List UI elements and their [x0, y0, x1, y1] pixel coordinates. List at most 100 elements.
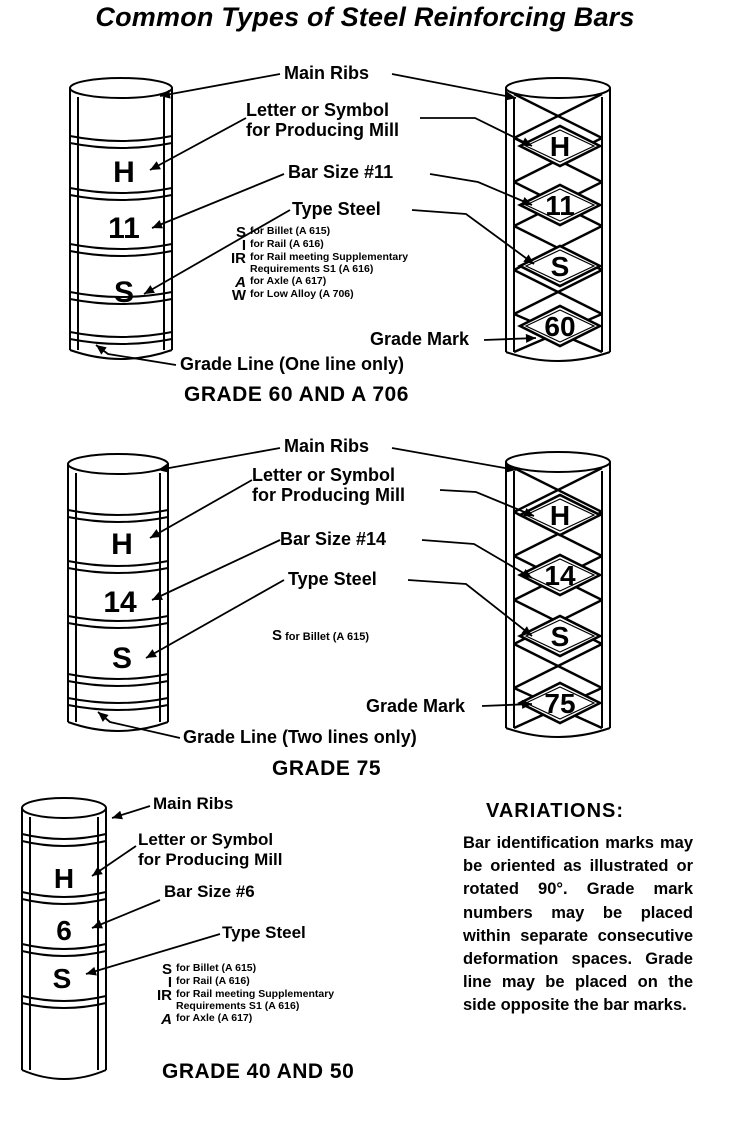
g75-left-bar-bottom-edge: [67, 721, 169, 732]
g75-right-bar-diamond-inner: [524, 686, 596, 720]
variations-heading: VARIATIONS:: [486, 800, 625, 822]
g75-right-bar-diagonal-rib: [513, 642, 603, 690]
g40-legend-symbol: S: [161, 961, 172, 978]
g75-grade-mark-arrowhead: [521, 699, 532, 709]
g75-left-bar-deformation-ring: [67, 673, 169, 680]
g40-legend-text: for Rail (A 616): [176, 975, 250, 987]
g60-left-bar-mark: 11: [108, 212, 140, 245]
g60-grade-mark-arrowhead: [525, 333, 536, 343]
g75-letter-right-arrowhead: [523, 508, 534, 517]
g60-right-bar-diamond-inner: [524, 129, 596, 163]
g40-caption: GRADE 40 AND 50: [162, 1060, 355, 1083]
g60-type-left-arrowhead: [144, 285, 155, 294]
g60-legend-symbol: I: [241, 237, 246, 254]
g40-left-bar-deformation-ring: [21, 840, 107, 847]
g60-letter-label-1: Letter or Symbol: [246, 100, 390, 120]
g40-type-steel-label: Type Steel: [222, 923, 306, 942]
g75-letter-left-arrowhead: [150, 529, 161, 538]
g40-bar-size-label: Bar Size #6: [164, 882, 255, 901]
g75-main-ribs-left-arrowhead: [158, 463, 169, 473]
g60-main-ribs-left-leader: [159, 73, 281, 97]
g75-grade-line-arrowhead: [98, 712, 109, 722]
g60-left-bar-deformation-ring: [69, 291, 173, 298]
g40-left-bar-deformation-ring: [21, 950, 107, 957]
g60-right-bar-diamond-inner: [524, 309, 596, 343]
g60-legend-symbol: S: [235, 224, 246, 241]
g75-right-bar-mark: 75: [544, 688, 575, 719]
g40-left-bar-deformation-ring: [21, 833, 107, 840]
g75-left-bar-deformation-ring: [67, 680, 169, 687]
g60-left-bar-mark: S: [114, 276, 134, 309]
g60-left-bar-deformation-ring: [69, 194, 173, 201]
g75-billet-note: S for Billet (A 615): [272, 627, 370, 644]
g60-right-bar-diamond: [517, 183, 603, 227]
g60-type-right-leader: [411, 209, 535, 265]
g60-main-ribs-right-leader: [391, 73, 517, 99]
g40-left-bar-deformation-ring: [21, 943, 107, 950]
g60-right-bar-mark: H: [550, 131, 570, 162]
g75-letter-label-2: for Producing Mill: [252, 485, 405, 505]
g40-type-leader: [85, 933, 221, 975]
g60-legend-text: for Rail (A 616): [250, 238, 324, 250]
g60-right-bar-bottom-edge: [505, 351, 611, 362]
g60-grade-line-arrowhead: [96, 345, 107, 355]
g60-bar-size-label: Bar Size #11: [288, 162, 394, 182]
g60-main-ribs-label: Main Ribs: [284, 63, 370, 83]
g60-letter-left-leader: [149, 117, 247, 171]
g60-legend-symbol: A: [235, 273, 246, 291]
g60-legend-symbol: W: [231, 286, 246, 304]
g60-main-ribs-right-arrowhead: [505, 91, 516, 101]
g60-right-bar-mark: 11: [545, 190, 575, 221]
g75-left-bar-mark: H: [111, 528, 133, 561]
g60-right-bar-diamond: [517, 304, 603, 348]
g75-right-bar-mark: 14: [544, 560, 576, 591]
g60-right-bar-top-cap: [505, 77, 611, 99]
g60-right-bar-diamond: [517, 124, 603, 168]
g40-left-bar-deformation-ring: [21, 995, 107, 1002]
g60-left-bar-deformation-ring: [69, 331, 173, 338]
g75-right-bar-diamond-inner: [524, 558, 596, 592]
g60-grade-mark-label: Grade Mark: [370, 329, 470, 349]
g75-bar-size-label: Bar Size #14: [280, 529, 387, 549]
g75-left-bar-deformation-ring: [67, 509, 169, 516]
g60-letter-right-leader: [420, 117, 533, 147]
g40-left-bar-deformation-ring: [21, 1002, 107, 1009]
g60-left-bar-deformation-ring: [69, 243, 173, 250]
g60-left-bar-mark: H: [113, 156, 135, 189]
g40-left-bar-mark: 6: [56, 915, 72, 946]
g40-letter-label-2: for Producing Mill: [138, 850, 283, 869]
g40-letter-label-1: Letter or Symbol: [138, 830, 274, 849]
g60-type-left-leader: [143, 209, 291, 295]
g75-left-bar-deformation-ring: [67, 622, 169, 629]
g40-left-bar-top-cap: [21, 797, 107, 819]
g60-right-bar-diagonal-rib: [513, 268, 603, 316]
g40-legend-text: for Axle (A 617): [176, 1011, 253, 1024]
g40-left-bar-bottom-edge: [21, 1069, 107, 1080]
g40-legend-symbol: IR: [157, 987, 172, 1004]
g75-main-ribs-label: Main Ribs: [284, 436, 370, 456]
g60-right-bar-diamond-inner: [524, 249, 596, 283]
g75-main-ribs-right-arrowhead: [505, 463, 516, 473]
g75-type-right-arrowhead: [521, 626, 532, 636]
g60-size-left-leader: [151, 173, 285, 229]
g60-size-left-arrowhead: [152, 220, 163, 229]
g60-letter-left-arrowhead: [150, 161, 161, 170]
g60-legend-text: for Axle (A 617): [250, 274, 327, 287]
g60-letter-right-arrowhead: [521, 137, 532, 146]
g40-left-bar-mark: S: [53, 963, 72, 994]
g75-main-ribs-left-leader: [157, 447, 281, 471]
g75-size-left-leader: [151, 539, 281, 601]
g40-size-leader: [91, 899, 161, 929]
g75-size-right-leader: [421, 539, 533, 579]
g75-right-bar-diamond: [517, 614, 603, 658]
g60-right-bar-mark: 60: [544, 311, 575, 342]
